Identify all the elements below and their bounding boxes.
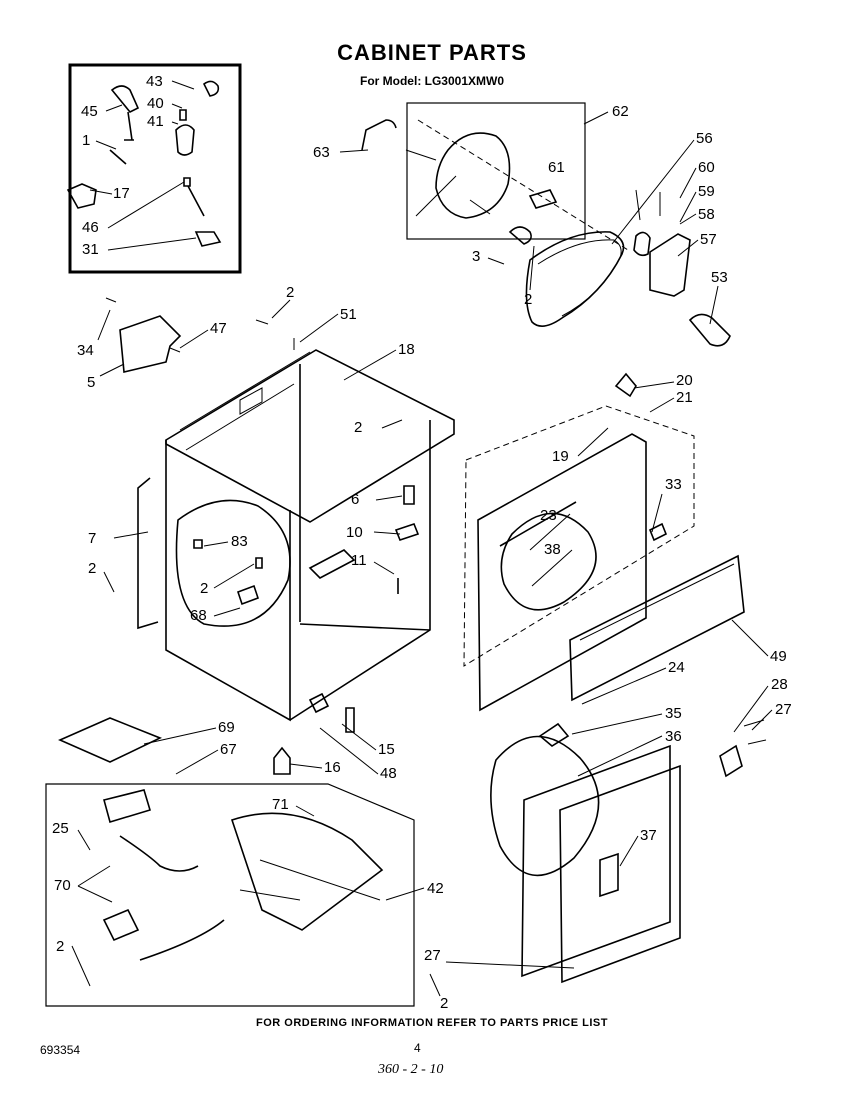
cabinet-frame [137, 349, 455, 722]
callout-46: 46 [82, 219, 99, 236]
callout-61: 61 [548, 159, 565, 176]
door-group [490, 719, 767, 984]
callout-70: 70 [54, 877, 71, 894]
callout-19: 19 [552, 448, 569, 465]
motor-inset-box [361, 102, 586, 245]
callout-40: 40 [147, 95, 164, 112]
page-title: CABINET PARTS [337, 40, 527, 65]
callout-28: 28 [771, 676, 788, 693]
callout-21: 21 [676, 389, 693, 406]
callout-25: 25 [52, 820, 69, 837]
callout-24: 24 [668, 659, 685, 676]
handwritten-note: 360 - 2 - 10 [378, 1062, 444, 1077]
callout-33: 33 [665, 476, 682, 493]
callout-1: 1 [82, 132, 90, 149]
callout-2-controls: 2 [56, 938, 64, 955]
callout-48: 48 [380, 765, 397, 782]
callout-2-motor: 2 [524, 291, 532, 308]
callout-16: 16 [324, 759, 341, 776]
front-panel-group [463, 372, 745, 712]
page-number: 4 [414, 1041, 421, 1055]
callout-3: 3 [472, 248, 480, 265]
callout-71: 71 [272, 796, 289, 813]
callout-34: 34 [77, 342, 94, 359]
callout-27-door: 27 [424, 947, 441, 964]
callout-57: 57 [700, 231, 717, 248]
callout-27-hinge: 27 [775, 701, 792, 718]
callout-35: 35 [665, 705, 682, 722]
callout-20: 20 [676, 372, 693, 389]
callout-41: 41 [147, 113, 164, 130]
callout-51: 51 [340, 306, 357, 323]
callout-56: 56 [696, 130, 713, 147]
callout-38: 38 [544, 541, 561, 558]
callout-53: 53 [711, 269, 728, 286]
callout-15: 15 [378, 741, 395, 758]
callout-5: 5 [87, 374, 95, 391]
document-number: 693354 [40, 1043, 81, 1057]
callout-labels: 43 40 41 45 1 17 46 31 62 56 61 60 59 58… [52, 73, 792, 1012]
leader-lines [71, 80, 773, 997]
model-subtitle: For Model: LG3001XMW0 [359, 74, 505, 88]
callout-6: 6 [351, 491, 359, 508]
callout-23: 23 [540, 507, 557, 524]
callout-10: 10 [346, 524, 363, 541]
callout-59: 59 [698, 183, 715, 200]
callout-2-cabinet: 2 [354, 419, 362, 436]
callout-60: 60 [698, 159, 715, 176]
callout-63: 63 [313, 144, 330, 161]
callout-67: 67 [220, 741, 237, 758]
callout-43: 43 [146, 73, 163, 90]
callout-68: 68 [190, 607, 207, 624]
callout-69: 69 [218, 719, 235, 736]
callout-18: 18 [398, 341, 415, 358]
callout-7: 7 [88, 530, 96, 547]
callout-47: 47 [210, 320, 227, 337]
callout-31: 31 [82, 241, 99, 258]
callout-2-side: 2 [88, 560, 96, 577]
callout-58: 58 [698, 206, 715, 223]
callout-62: 62 [612, 103, 629, 120]
callout-2-top: 2 [286, 284, 294, 301]
callout-2-inner: 2 [200, 580, 208, 597]
callout-2-bottom: 2 [440, 995, 448, 1012]
callout-42: 42 [427, 880, 444, 897]
callout-45: 45 [81, 103, 98, 120]
callout-37: 37 [640, 827, 657, 844]
callout-11: 11 [351, 552, 367, 569]
callout-17: 17 [113, 185, 130, 202]
callout-36: 36 [665, 728, 682, 745]
callout-83: 83 [231, 533, 248, 550]
ordering-note: FOR ORDERING INFORMATION REFER TO PARTS … [256, 1017, 608, 1029]
hardware-inset-box [66, 63, 242, 274]
controls-inset-box [45, 783, 415, 1007]
callout-49: 49 [770, 648, 787, 665]
